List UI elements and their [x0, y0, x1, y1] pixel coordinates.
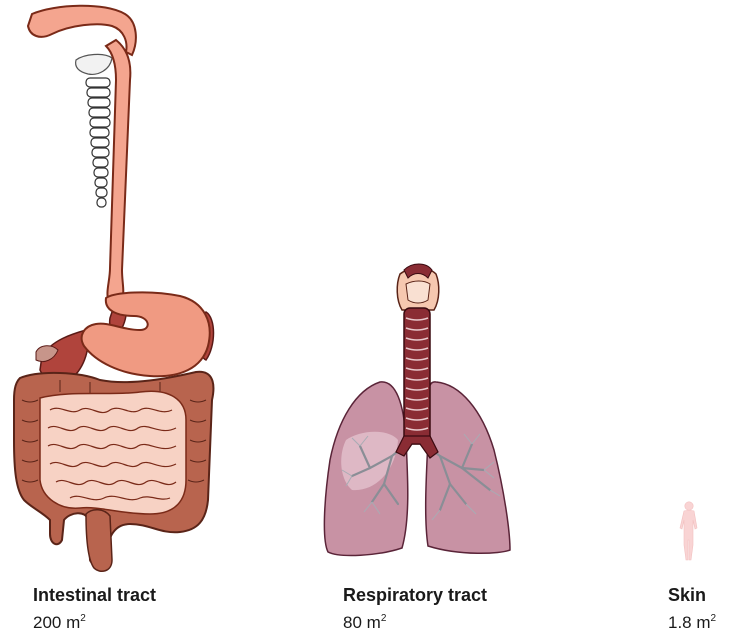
respiratory-tract-caption: Respiratory tract 80 m2: [343, 585, 487, 633]
main-bronchi: [396, 436, 438, 458]
stomach: [82, 292, 210, 376]
tongue: [76, 54, 112, 74]
respiratory-tract-illustration: [324, 264, 510, 555]
digestive-tract-illustration: [14, 6, 214, 572]
intestinal-tract-label: Intestinal tract: [33, 585, 156, 607]
esophagus: [106, 40, 130, 300]
thyroid-cartilage: [406, 281, 430, 303]
respiratory-tract-area: 80 m2: [343, 613, 487, 633]
intestinal-tract-caption: Intestinal tract 200 m2: [33, 585, 156, 633]
respiratory-tract-label: Respiratory tract: [343, 585, 487, 607]
skin-label: Skin: [668, 585, 716, 607]
human-body-silhouette-icon: [680, 502, 697, 560]
trachea-rings: [86, 78, 110, 207]
intestinal-tract-area: 200 m2: [33, 613, 156, 633]
skin-area: 1.8 m2: [668, 613, 716, 633]
skin-caption: Skin 1.8 m2: [668, 585, 716, 633]
